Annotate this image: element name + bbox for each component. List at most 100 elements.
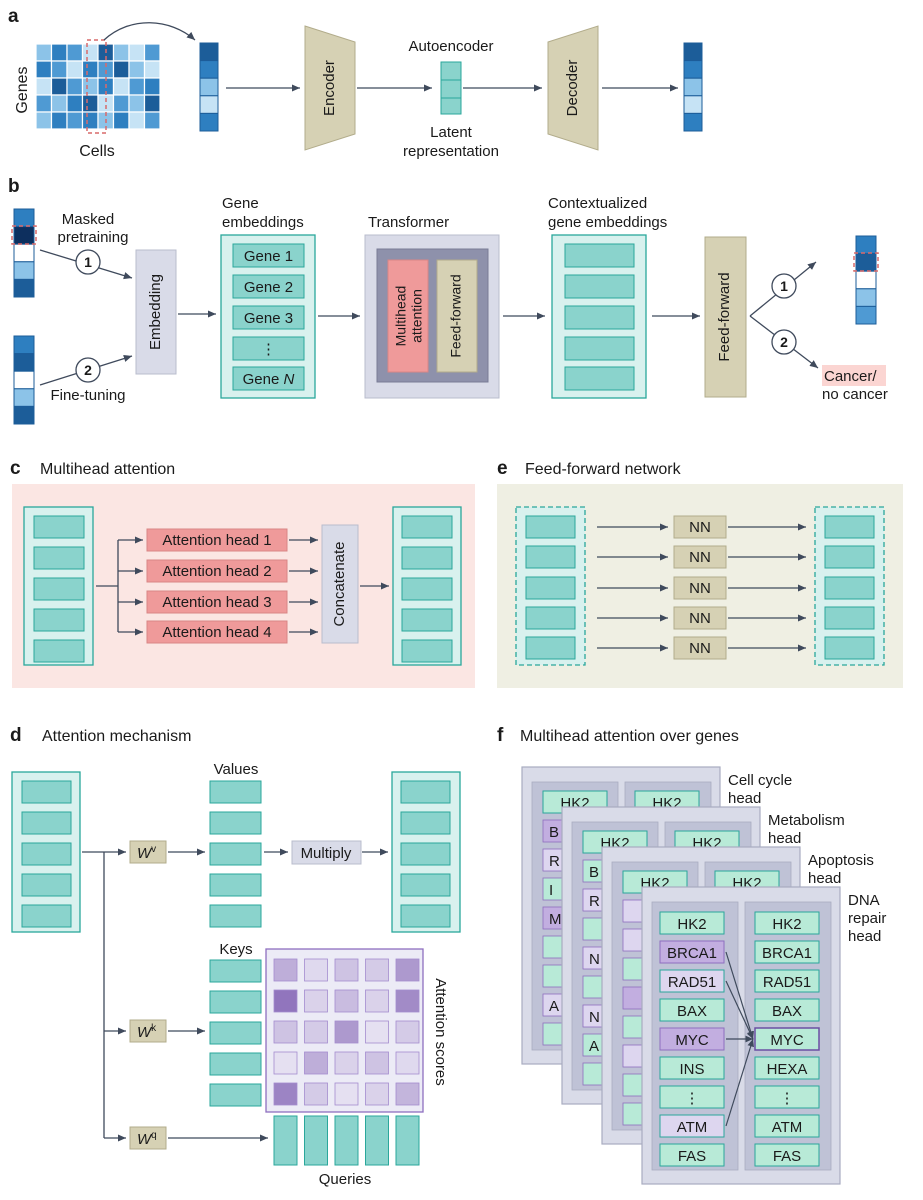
wk-block (129, 1019, 167, 1043)
query-slot (334, 1115, 359, 1166)
vector-cell (855, 235, 877, 255)
front-left-gene-chip (659, 1056, 725, 1080)
attention-head-label: Attention head 1 (162, 532, 271, 549)
axis-cells-label: Cells (79, 143, 115, 160)
attention-score-cell (334, 1051, 359, 1075)
heatmap-cell (112, 111, 130, 130)
front-right-gene-chip (754, 940, 820, 964)
heatmap-cell (128, 77, 146, 96)
step-1-output-label: 1 (780, 278, 788, 294)
c-input-slot (33, 515, 85, 539)
heatmap-cell (35, 94, 53, 113)
contextualized-slot (564, 366, 635, 391)
contextualized-slot (564, 336, 635, 361)
heatmap-cell (128, 60, 146, 79)
attention-arrow-to-myc (725, 1038, 754, 1127)
attention-head-label: Attention head 2 (162, 563, 271, 580)
front-right-gene-label: FAS (773, 1148, 801, 1165)
e-output-slot (824, 545, 875, 569)
front-left-gene-label: BRCA1 (667, 945, 717, 962)
masked-label-line2: pretraining (58, 229, 129, 246)
attention-score-cell (395, 958, 420, 982)
d-output-slot (400, 842, 451, 866)
nn-block (673, 606, 727, 630)
gene-embedding-slot (232, 336, 305, 361)
embedding-label: Embedding (147, 274, 164, 350)
key-slot (209, 1083, 262, 1107)
d-output-slot (400, 873, 451, 897)
masked-label-line1: Masked (62, 211, 115, 228)
vector-cell (199, 77, 219, 97)
d-input-slot (21, 780, 72, 804)
heatmap-cell (143, 94, 161, 113)
front-right-gene-chip (754, 1027, 820, 1051)
masked-input-vector (13, 208, 35, 298)
vector-cell (683, 42, 703, 62)
cell-vector-output (683, 42, 703, 132)
vector-cell (683, 95, 703, 114)
concatenate-label: Concatenate (331, 541, 348, 626)
front-left-gene-chip (659, 1143, 725, 1167)
gene-chip-partial-label: R (589, 893, 600, 910)
front-right-gene-chip (754, 1143, 820, 1167)
heatmap-cell (66, 60, 84, 79)
attention-score-cell (273, 958, 298, 982)
gene-embedding-label: Gene 2 (244, 279, 293, 296)
query-slot (395, 1115, 420, 1166)
gene-n-var: N (284, 371, 295, 388)
attention-score-cell (334, 958, 359, 982)
gene-embedding-slot (232, 243, 305, 268)
e-input-slot (525, 606, 576, 630)
vector-cell (199, 112, 219, 132)
encoder-label: Encoder (321, 60, 338, 116)
ff-block (704, 236, 747, 398)
attention-score-cell (395, 1020, 420, 1044)
vector-cell (683, 77, 703, 97)
front-left-gene-label: MYC (675, 1032, 709, 1049)
front-right-gene-chip (754, 1114, 820, 1138)
gene-embedding-label: Gene 1 (244, 248, 293, 265)
gene-embedding-label: Gene 3 (244, 310, 293, 327)
step-2-output-label: 2 (780, 334, 788, 350)
step-2-output-circle (771, 329, 797, 355)
panel-f-title: Multihead attention over genes (520, 728, 739, 745)
front-left-gene-label: ⋮ (685, 1090, 700, 1107)
attention-head-box (146, 620, 288, 644)
attention-score-cell (304, 958, 328, 982)
key-slot (209, 1021, 262, 1045)
heatmap-cell (50, 94, 68, 113)
heatmap-cell (50, 77, 68, 96)
head-label: head (768, 830, 801, 847)
cell-vector-input (199, 42, 219, 132)
c-input-slot (33, 608, 85, 632)
vector-cell (683, 60, 703, 79)
nn-label: NN (689, 549, 711, 566)
value-slot (209, 873, 262, 897)
axis-genes-label: Genes (14, 66, 31, 113)
nn-block (673, 545, 727, 569)
multiply-label: Multiply (301, 845, 352, 862)
transformer-label: Transformer (368, 214, 449, 231)
nn-block (673, 636, 727, 660)
panel-c-letter: c (10, 458, 21, 479)
panel-b-letter: b (8, 176, 20, 197)
c-output-slot (401, 546, 453, 570)
attention-scores-label: Attention scores (432, 978, 449, 1086)
front-right-gene-chip (754, 998, 820, 1022)
heatmap-cell (97, 94, 115, 113)
panel-c-title: Multihead attention (40, 461, 175, 478)
head-label: head (728, 790, 761, 807)
vector-cell (13, 370, 35, 390)
vector-cell (13, 335, 35, 355)
wk-label: Wk (137, 1023, 157, 1041)
values-list (209, 780, 262, 928)
autoencoder-label: Autoencoder (408, 38, 493, 55)
contextualized-slot (564, 243, 635, 268)
vector-cell (199, 60, 219, 79)
front-left-gene-label: HK2 (677, 916, 706, 933)
nn-block (673, 515, 727, 539)
attention-score-cell (395, 1051, 420, 1075)
front-right-gene-chip (754, 1085, 820, 1109)
attention-score-cell (365, 989, 389, 1013)
